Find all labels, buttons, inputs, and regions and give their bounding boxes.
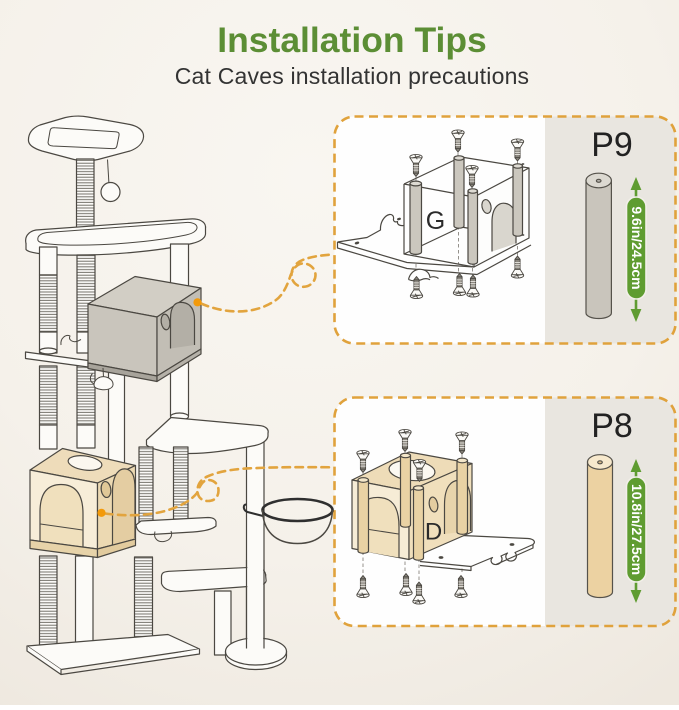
svg-text:9.6in/24.5cm: 9.6in/24.5cm xyxy=(629,206,645,289)
svg-text:Cat Caves installation precaut: Cat Caves installation precautions xyxy=(175,63,530,89)
svg-text:10.8in/27.5cm: 10.8in/27.5cm xyxy=(629,484,645,575)
svg-text:P8: P8 xyxy=(591,407,633,445)
svg-text:Installation Tips: Installation Tips xyxy=(217,20,487,60)
svg-text:P9: P9 xyxy=(591,126,633,164)
svg-text:D: D xyxy=(425,519,442,546)
svg-text:G: G xyxy=(426,207,445,235)
